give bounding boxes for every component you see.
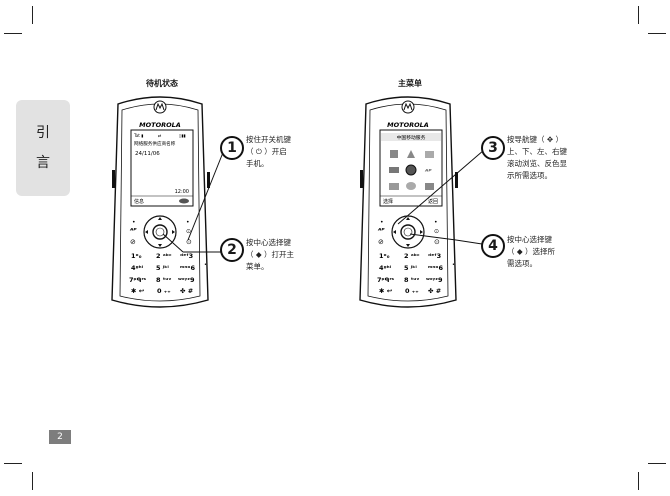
callout-number-1: 1 — [220, 136, 244, 160]
svg-text:ʷˣʸᶻ9: ʷˣʸᶻ9 — [426, 276, 443, 284]
callout-note-4: 按中心选择键 （ ◆ ）选择所 需选项。 — [507, 235, 556, 268]
svg-text:0 ₊₊: 0 ₊₊ — [405, 287, 419, 295]
softkey-select-label: 选择 — [383, 198, 393, 205]
svg-text:7ᵖᑫʳˢ: 7ᵖᑫʳˢ — [377, 276, 395, 284]
section-tab: 引 言 — [16, 100, 70, 196]
svg-text:⇄: ⇄ — [158, 133, 162, 138]
svg-text:8 ᵗᵘᵛ: 8 ᵗᵘᵛ — [404, 276, 420, 284]
standby-caption: 待机状态 — [146, 79, 178, 88]
crop-mark-tl-v — [32, 6, 33, 24]
svg-text:ᴬᴾ: ᴬᴾ — [377, 227, 385, 235]
svg-text:Tat ▮: Tat ▮ — [133, 133, 143, 138]
crop-mark-tr-h — [648, 33, 666, 34]
svg-text:•: • — [452, 262, 455, 268]
page-number: 2 — [49, 430, 71, 444]
svg-text:✤ #: ✤ # — [428, 287, 441, 295]
key-5-left: 5 ʲᵏˡ — [156, 264, 169, 272]
brand-label-right: MOTOROLA — [387, 121, 429, 129]
callout-number-2: 2 — [220, 238, 244, 262]
standby-time: 12:00 — [175, 189, 189, 195]
key-9-left: ʷˣʸᶻ9 — [178, 276, 195, 284]
crop-mark-tl-h — [4, 33, 22, 34]
key-6-left: ᵐⁿᵒ6 — [180, 264, 195, 272]
crop-mark-bl-v — [32, 472, 33, 490]
section-tab-char-1: 引 — [36, 125, 50, 141]
svg-text:•: • — [434, 219, 438, 226]
svg-text:5 ʲᵏˡ: 5 ʲᵏˡ — [404, 264, 417, 272]
svg-text:▯▮▮: ▯▮▮ — [179, 133, 186, 138]
svg-text:ᴬᴾ: ᴬᴾ — [129, 227, 137, 235]
center-select-key-right — [400, 224, 416, 240]
svg-text:⊘: ⊘ — [130, 238, 136, 246]
key-3-left: ᵈᵉᶠ3 — [180, 252, 193, 260]
key-hash-left: ✤ # — [180, 287, 193, 295]
center-select-key-left — [152, 224, 168, 240]
key-1-left: 1ᵒ₀ — [131, 252, 142, 260]
key-8-left: 8 ᵗᵘᵛ — [156, 276, 172, 284]
svg-text:•: • — [186, 219, 190, 226]
svg-text:⊙: ⊙ — [434, 238, 440, 246]
svg-text:•: • — [204, 262, 207, 268]
section-tab-char-2: 言 — [36, 155, 50, 171]
callout-note-1: 按住开关机键 （ ⏻ ）开启 手机。 — [246, 135, 291, 168]
callout-number-3: 3 — [481, 136, 505, 160]
standby-date: 24/11/06 — [135, 151, 160, 157]
softkey-back-label: 返回 — [428, 198, 438, 205]
svg-text:ᵐⁿᵒ6: ᵐⁿᵒ6 — [428, 264, 443, 272]
crop-mark-bl-h — [4, 463, 22, 464]
callout-note-3: 按导航键（ ✥ ） 上、下、左、右键 滚动浏览、反色显 示所需选项。 — [507, 135, 567, 180]
key-2-left: 2 ᵃᵇᶜ — [156, 252, 172, 260]
softkey-right-icon — [179, 198, 189, 204]
key-star-left: ✱ ↩ — [131, 287, 145, 295]
svg-text:ᴬᴾ: ᴬᴾ — [424, 168, 432, 176]
svg-text:ᵈᵉᶠ3: ᵈᵉᶠ3 — [428, 252, 441, 260]
menu-header: 中国移动服务 — [397, 134, 426, 141]
main-menu-caption: 主菜单 — [398, 79, 422, 88]
operator-name: 网络服务供应商名称 — [134, 140, 176, 147]
callout-note-2: 按中心选择键 （ ◆ ）打开主 菜单。 — [246, 238, 295, 271]
svg-text:⊙: ⊙ — [434, 228, 439, 235]
key-0-left: 0 ₊₊ — [157, 287, 171, 295]
callout-number-4: 4 — [481, 234, 505, 258]
svg-text:⊘: ⊘ — [378, 238, 384, 246]
svg-text:⊙: ⊙ — [186, 238, 192, 246]
brand-label-left: MOTOROLA — [139, 121, 181, 129]
svg-text:2 ᵃᵇᶜ: 2 ᵃᵇᶜ — [404, 252, 420, 260]
svg-text:✱ ↩: ✱ ↩ — [379, 287, 393, 295]
crop-mark-br-h — [648, 463, 666, 464]
svg-text:1ᵒ₀: 1ᵒ₀ — [379, 252, 390, 260]
key-4-left: 4ᵍʰⁱ — [131, 264, 144, 272]
menu-icon-grid: ᴬᴾ — [389, 150, 434, 190]
svg-text:•: • — [380, 219, 384, 226]
svg-text:⊙: ⊙ — [186, 228, 191, 235]
svg-text:4ᵍʰⁱ: 4ᵍʰⁱ — [379, 264, 392, 272]
softkey-left-label: 信息 — [134, 198, 144, 205]
svg-text:•: • — [132, 219, 136, 226]
crop-mark-br-v — [638, 472, 639, 490]
key-7-left: 7ᵖᑫʳˢ — [129, 276, 147, 284]
crop-mark-tr-v — [638, 6, 639, 24]
